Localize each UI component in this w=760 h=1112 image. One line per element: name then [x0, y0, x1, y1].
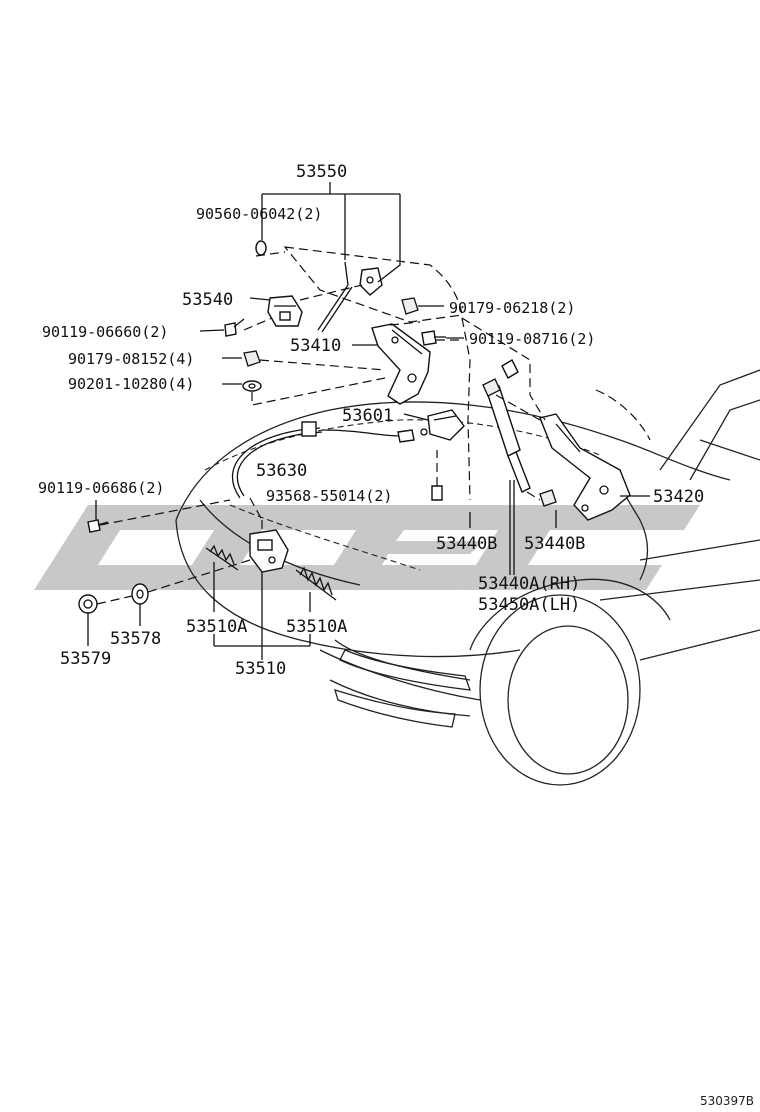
cushion-53578 [131, 583, 149, 605]
label-90119-06660: 90119-06660(2) [42, 323, 168, 341]
nut-90179-08152 [243, 350, 261, 367]
hood-insulator-pad [283, 246, 463, 323]
label-90179-08152: 90179-08152(4) [68, 350, 194, 368]
hood-hinge-53420 [539, 413, 631, 521]
label-53440B-right: 53440B [524, 534, 585, 554]
label-90201-10280: 90201-10280(4) [68, 375, 194, 393]
dashed-relation-lines [96, 251, 651, 605]
label-53510: 53510 [235, 659, 286, 679]
label-53410: 53410 [290, 336, 341, 356]
gas-strut-53440 [482, 359, 531, 493]
label-53510A-right: 53510A [286, 617, 347, 637]
bolt-90119-06686 [87, 519, 109, 533]
label-53440A-rh: 53440A(RH) [478, 574, 580, 594]
label-53601: 53601 [342, 406, 393, 426]
label-53579: 53579 [60, 649, 111, 669]
label-53550: 53550 [296, 162, 347, 182]
rod-holder [359, 267, 383, 296]
figure-id: 530397B [700, 1094, 754, 1108]
hood-lock-53510 [249, 529, 289, 573]
bolt-90119-06660 [224, 318, 245, 337]
label-53578: 53578 [110, 629, 161, 649]
label-93568-55014: 93568-55014(2) [266, 487, 392, 505]
callout-labels: 53550 90560-06042(2) 53540 90119-06660(2… [38, 162, 754, 1108]
label-90119-06686: 90119-06686(2) [38, 479, 164, 497]
release-cable-53630 [231, 421, 428, 499]
nut-90179-06218 [401, 297, 419, 315]
watermark-logo [34, 505, 700, 590]
clip-90560 [255, 240, 267, 256]
spring-53510A-left [205, 544, 239, 571]
release-lever-53601 [427, 409, 465, 441]
label-53630: 53630 [256, 461, 307, 481]
label-53420: 53420 [653, 487, 704, 507]
bracket-53540 [267, 295, 303, 327]
washer-90201 [242, 380, 262, 392]
label-90179-06218: 90179-06218(2) [449, 299, 575, 317]
leader-lines [87, 182, 650, 660]
label-53540: 53540 [182, 290, 233, 310]
label-53440B-left: 53440B [436, 534, 497, 554]
bolt-90119-08716 [421, 330, 446, 346]
label-53450A-lh: 53450A(LH) [478, 595, 580, 615]
label-90560-06042: 90560-06042(2) [196, 205, 322, 223]
spring-53510A-right [295, 566, 337, 601]
bolt-93568-55014 [431, 450, 443, 501]
hood-support-rod [317, 261, 353, 333]
label-90119-08716: 90119-08716(2) [469, 330, 595, 348]
cushion-53579 [78, 594, 98, 614]
label-53510A-left: 53510A [186, 617, 247, 637]
hood-hinge-53410 [371, 323, 431, 405]
